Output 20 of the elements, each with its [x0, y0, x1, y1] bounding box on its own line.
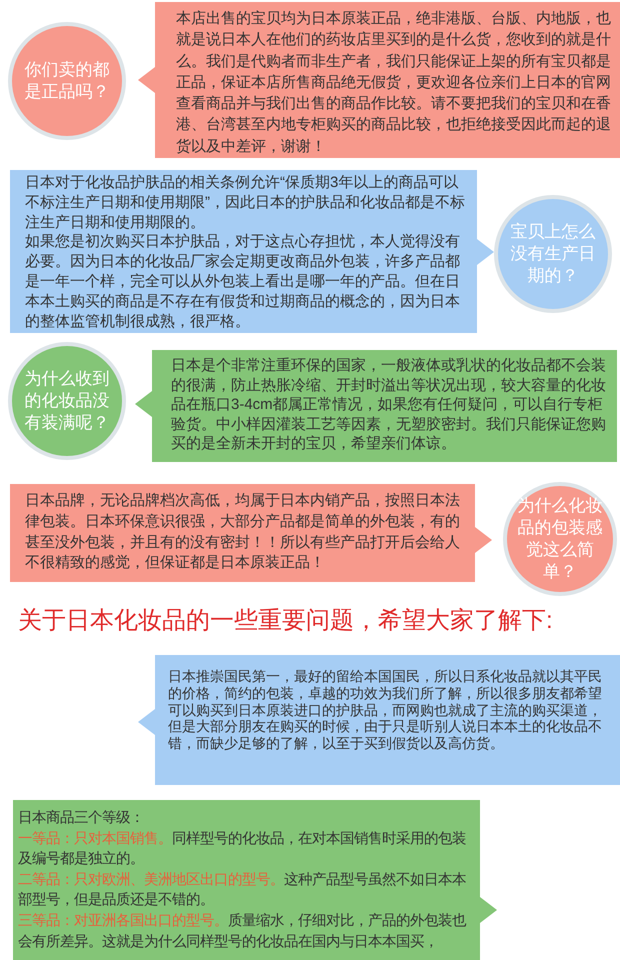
- paragraph: 日本是个非常注重环保的国家，一般液体或乳状的化妆品都不会装的很满，防止热胀冷缩、开封时溢出等状况出现，较大容量的化妆品在瓶口3-4cm都属正常情况，如果您有任何疑问，可以自行专柜验货。中小样因灌装工艺等因素，无塑胶密封。我们只能保证您购买的是全新未开封的宝贝，希望亲们体谅。: [171, 356, 607, 454]
- paragraph: 一等品：只对本国销售。同样型号的化妆品，在对本国销售时采用的包装及编号都是独立的。: [18, 830, 466, 870]
- speech-bubble: [135, 350, 617, 462]
- paragraph: 日本品牌，无论品牌档次高低，均属于日本内销产品，按照日本法律包装。日本环保意识很强，大部分产品都是简单的外包装，有的甚至没外包装，并且有的没有密封！！所以有些产品打开后会给人不很精致的感觉，但保证都是日本原装正品！: [25, 491, 461, 574]
- paragraph: 三等品：对亚洲各国出口的型号。质量缩水，仔细对比，产品的外包装也会有所差异。这就是为什么同样型号的化妆品在国内与日本本国买，: [18, 912, 466, 952]
- question-circle: 为什么收到的化妆品没有装满呢？: [8, 342, 126, 460]
- paragraph: 日本推崇国民第一，最好的留给本国国民，所以日系化妆品就以其平民的价格，简约的包装，卓越的功效为我们所了解，所以很多朋友都希望可以购买到日本原装进口的护肤品，而网购也就成了主流的购买渠道，但是大部分朋友在购买的时候，由于只是听别人说日本本土的化妆品不错，而缺少足够的了解，以至于买到假货以及高仿货。: [168, 669, 603, 753]
- question-circle: 为什么化妆品的包装感觉这么简单？: [503, 482, 617, 596]
- question-circle: 宝贝上怎么没有生产日期的？: [494, 195, 612, 313]
- paragraph: 二等品：只对欧洲、美洲地区出口的型号。这种产品型号虽然不如日本本部型号，但是品质还是不错的。: [18, 870, 466, 910]
- section-heading: 关于日本化妆品的一些重要问题，希望大家了解下:: [18, 606, 553, 636]
- speech-bubble: [10, 484, 492, 582]
- paragraph: 如果您是初次购买日本护肤品，对于这点心存担忧，本人觉得没有必要。因为日本的化妆品厂家会定期更改商品外包装，许多产品都是一年一个样，完全可以从外包装上看出是哪一年的产品。但在日本本土购买的商品是不存在有假货和过期商品的概念的，因为日本的整体监管机制很成熟，很严格。: [25, 232, 461, 332]
- paragraph: 日本对于化妆品护肤品的相关条例允许“保质期3年以上的商品可以不标注生产日期和使用期限”，因此日本的护肤品和化妆品都是不标注生产日期和使用期限的。: [25, 173, 465, 232]
- speech-bubble: [10, 170, 494, 333]
- paragraph: 日本商品三个等级：: [18, 808, 145, 828]
- speech-bubble: [138, 655, 620, 785]
- paragraph: 本店出售的宝贝均为日本原装正品，绝非港版、台版、内地版，也就是说日本人在他们的药妆店里买到的是什么货，您收到的就是什么。我们是代购者而非生产者，我们只能保证上架的所有宝贝都是正品，保证本店所售商品绝无假货，更欢迎各位亲们上日本的官网查看商品并与我们出售的商品作比较。请不要把我们的宝贝和在香港、台湾甚至内地专柜购买的商品比较，也拒绝接受因此而起的退货以及中差评，谢谢！: [176, 9, 612, 157]
- speech-bubble: [13, 800, 497, 960]
- question-circle: 你们卖的都是正品吗？: [8, 22, 126, 140]
